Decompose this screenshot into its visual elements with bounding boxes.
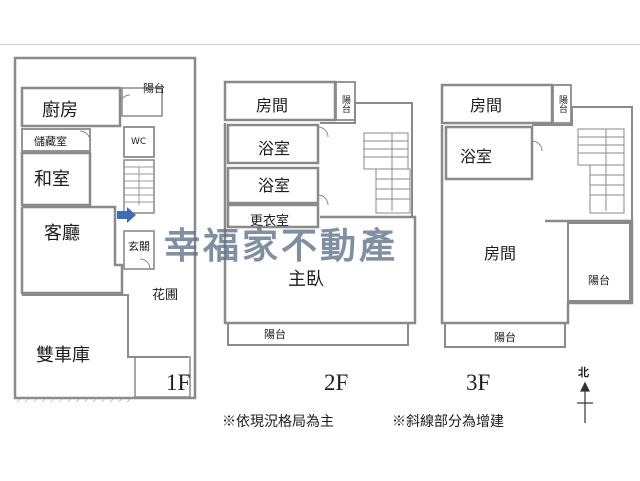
floor-3-balcony-right-label: 陽台 [588,274,610,287]
note-hatched-extension: ※斜線部分為增建 [392,414,504,430]
watermark-text: 幸福家不動產 [164,226,399,267]
japanese-room-label: 和室 [34,169,70,190]
wc-label: WC [131,137,147,147]
floor-2-bath-1-label: 浴室 [258,139,291,158]
floor-2-room [223,80,337,122]
north-compass-icon [577,381,593,423]
floor-2-room-label: 房間 [256,96,289,115]
floor-3-room-top [440,83,554,125]
floor-2-bath-2-label: 浴室 [258,176,291,195]
floor-3-room-top-label: 房間 [470,96,503,115]
master-bedroom-label: 主臥 [288,269,324,290]
floor-3-balcony-top-label: 陽台 [557,95,567,113]
kitchen-room [20,86,122,128]
floor-1-tag: 1F [166,370,191,395]
storage-label: 儲藏室 [34,135,67,148]
north-label: 北 [578,366,589,379]
floor-2-plan [223,80,417,346]
closet-label: 更衣室 [250,214,290,229]
entrance-arrow-icon [117,207,136,223]
floor-3-balcony-bottom-label: 陽台 [494,331,516,344]
floor-plan-frame: 陽台 廚房 WC 儲藏室 和室 客廳 玄關 花圃 雙車庫 1F 房間 陽台 浴室… [0,44,640,481]
floor-3-bath-label: 浴室 [460,147,493,166]
garden-label: 花圃 [152,288,179,303]
garage-label: 雙車庫 [36,345,90,366]
floor-1-plan [13,56,197,402]
kitchen-label: 廚房 [42,100,78,121]
floor-2-balcony-bottom-label: 陽台 [264,328,286,341]
note-current-layout: ※依現況格局為主 [222,414,334,430]
floor-2-balcony-top-label: 陽台 [340,95,350,113]
floor-1-balcony-label: 陽台 [143,82,165,95]
entrance-label: 玄關 [128,240,150,253]
floor-3-room-main-label: 房間 [484,244,517,263]
floor-plan-drawing [13,56,634,423]
floor-2-tag: 2F [324,370,349,395]
living-room-label: 客廳 [44,223,80,244]
floor-3-tag: 3F [466,370,491,395]
floor-3-plan [440,83,634,348]
